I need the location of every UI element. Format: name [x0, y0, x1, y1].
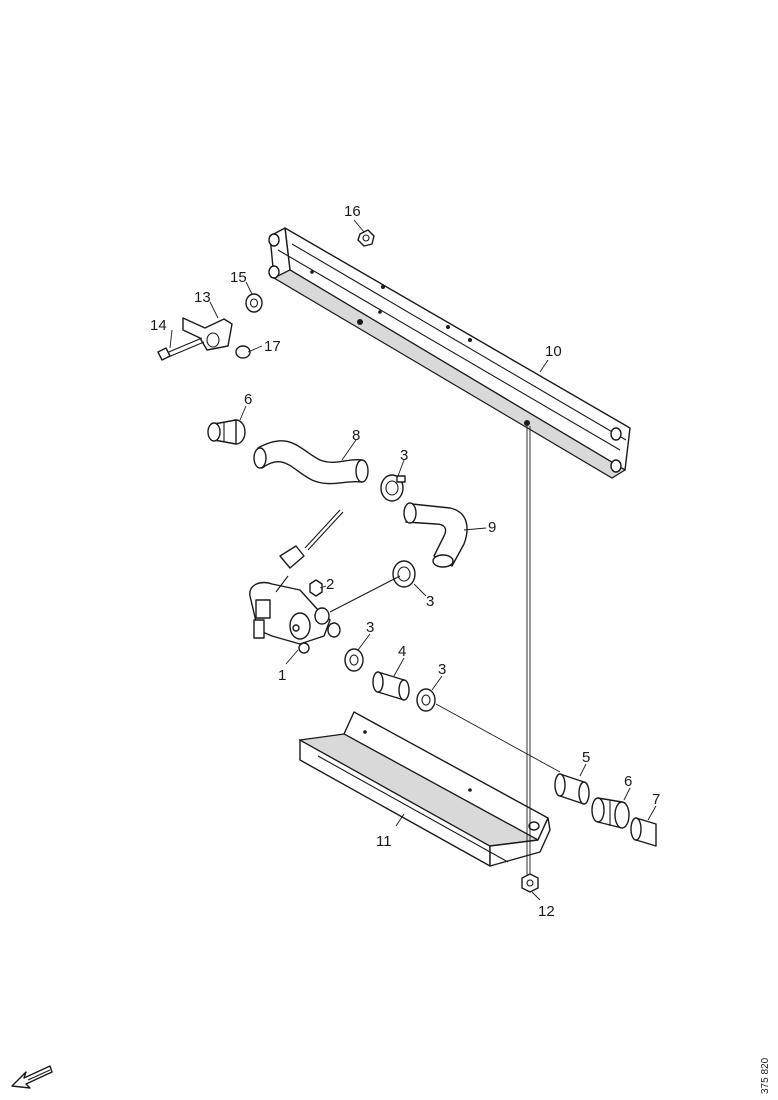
part-4-short-hose	[372, 671, 410, 701]
part-7-end-hose	[630, 817, 657, 847]
callout-1: 1	[278, 667, 286, 684]
callout-3-c: 3	[366, 619, 374, 636]
part-3-clamp-c	[344, 648, 364, 672]
callout-6-upper: 6	[244, 391, 252, 408]
part-1-valve-assembly	[249, 509, 401, 654]
callout-13: 13	[194, 289, 211, 306]
callout-3-b: 3	[426, 593, 434, 610]
callout-11: 11	[376, 833, 392, 850]
callout-9: 9	[488, 519, 496, 536]
callout-7: 7	[652, 791, 660, 808]
callout-4: 4	[398, 643, 406, 660]
callout-3-a: 3	[400, 447, 408, 464]
part-2-nut	[309, 579, 323, 597]
callout-10: 10	[545, 343, 562, 360]
callout-8: 8	[352, 427, 360, 444]
part-3-clamp-d	[416, 688, 436, 712]
part-8-hose	[253, 440, 369, 485]
part-3-clamp-b	[392, 560, 416, 588]
part-9-elbow-hose	[403, 502, 468, 568]
callout-17: 17	[264, 338, 281, 355]
assembly-line-lower	[435, 703, 561, 773]
part-12-nut	[521, 873, 539, 893]
callout-14: 14	[150, 317, 167, 334]
part-13-clamp	[182, 317, 233, 351]
callout-15: 15	[230, 269, 247, 286]
part-6-coupling-upper	[207, 419, 246, 445]
part-3-clamp-a	[380, 474, 406, 502]
part-10-upper-rail	[268, 227, 631, 479]
callout-6-lower: 6	[624, 773, 632, 790]
leader-lines	[169, 219, 657, 901]
part-11-lower-trough	[298, 711, 551, 867]
callout-3-d: 3	[438, 661, 446, 678]
arrow-lower-left-icon	[11, 1065, 53, 1089]
part-6-coupling-lower	[591, 797, 630, 829]
part-15-bushing	[245, 293, 263, 313]
callout-5: 5	[582, 749, 590, 766]
document-id: 375 820	[760, 1057, 771, 1094]
callout-16: 16	[344, 203, 361, 220]
callout-2: 2	[326, 576, 334, 593]
callout-12: 12	[538, 903, 555, 920]
part-14-bolt	[157, 337, 205, 361]
part-17-nut	[235, 345, 251, 359]
part-5-hose	[554, 773, 590, 805]
callout-labels: 16 15 13 14 17 10 6 8 3 9 2 3 1 3 4 3 11…	[150, 203, 660, 920]
part-16-nut	[357, 229, 375, 247]
